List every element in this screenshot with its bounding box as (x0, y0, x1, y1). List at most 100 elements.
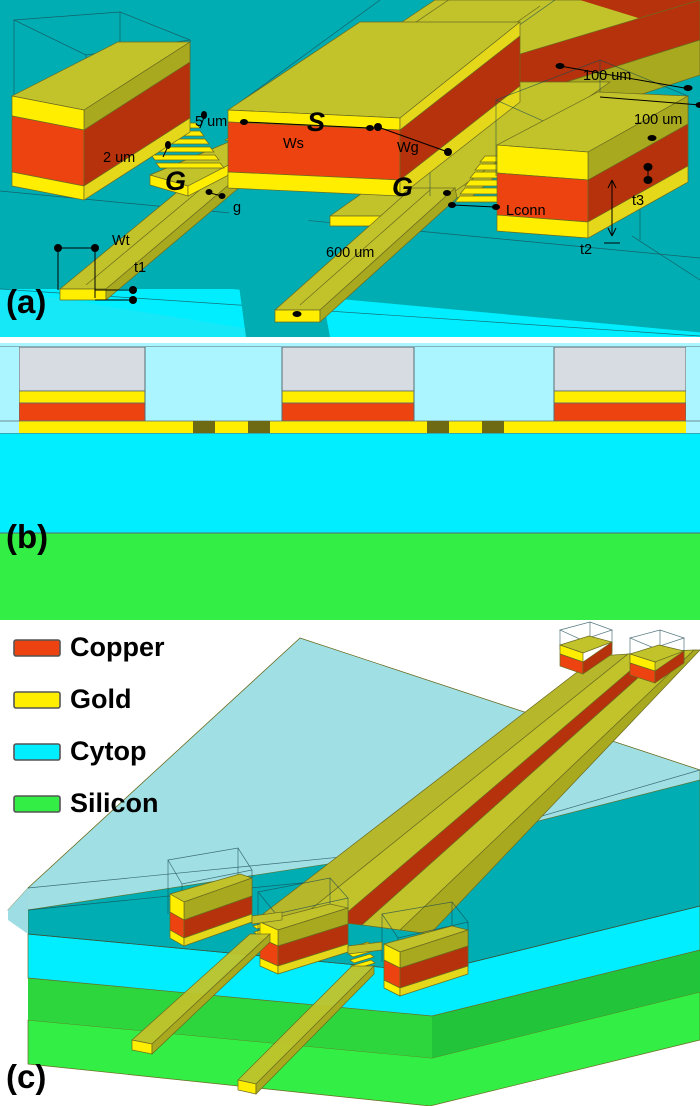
legend-swatch-silicon (13, 795, 61, 813)
silicon-substrate (0, 533, 700, 620)
dim-t2: t2 (580, 242, 592, 258)
olive-strip-l2 (248, 421, 270, 433)
far-pad-right-copper-side (654, 650, 685, 684)
dot-wg-2 (444, 148, 452, 156)
pad-left-gold-bot-side (83, 117, 191, 201)
dot-600um-1 (292, 311, 302, 317)
guide-line-4 (631, 235, 700, 281)
dim-5um: 5 um (195, 114, 227, 130)
guide-line-2 (0, 288, 700, 337)
stub-left (251, 911, 283, 925)
probe-pad-left (10, 11, 192, 201)
near-pad-right-gold-bottom-side (399, 965, 469, 997)
port-label-s: S (307, 107, 325, 137)
dot-wg-1 (374, 123, 382, 131)
dim-wt: Wt (112, 233, 130, 249)
probe-pad-right (495, 59, 690, 239)
dim-g: g (233, 200, 241, 216)
dot-t1-2 (129, 296, 137, 304)
dim-100um-top: 100 um (583, 68, 631, 84)
dot-2um (165, 141, 171, 149)
taper-feed-2-side (255, 965, 375, 1095)
dot-100um-a1 (555, 63, 565, 69)
dim-2um: 2 um (103, 150, 135, 166)
dim-t3: t3 (632, 193, 644, 209)
olive-strip-l1 (193, 421, 215, 433)
dim-600um: 600 um (326, 245, 374, 261)
gap-right-region (414, 347, 554, 421)
port-label-g-left: G (165, 166, 186, 196)
gold-film-main (19, 421, 686, 433)
stub-right (347, 941, 383, 955)
panel-c-label: (c) (6, 1058, 46, 1095)
air-region-center (282, 347, 414, 391)
dot-ws-left (240, 119, 248, 125)
legend-item-cytop: Cytop (13, 736, 147, 766)
dot-lconn-1 (448, 202, 456, 208)
port-label-g-right: G (392, 172, 413, 202)
dim-100um-second: 100 um (634, 112, 682, 128)
legend-swatch-gold (13, 691, 61, 709)
dot-5um (201, 111, 207, 119)
cytop-front-bevel (0, 289, 300, 337)
electrode-bodies (18, 390, 687, 422)
dot-wt-1 (54, 244, 62, 252)
olive-strip-r1 (427, 421, 449, 433)
legend-label-silicon: Silicon (70, 788, 159, 818)
legend-item-gold: Gold (13, 684, 132, 714)
legend-label-copper: Copper (70, 632, 165, 662)
signal-copper-stripe-a (530, 0, 700, 37)
far-pad-left-copper-side (582, 641, 613, 675)
silicon-right-face (432, 950, 700, 1058)
edge-sliver-right (686, 347, 700, 433)
finger-l6 (155, 162, 225, 169)
legend-swatch-cytop (13, 743, 61, 761)
pad-center-gold-bottom-side (399, 85, 521, 197)
cytop-top-surface (7, 637, 700, 911)
cytop-top-left-bevel (8, 888, 28, 934)
dimension-annotations (54, 63, 700, 317)
probe-pad-center-signal (226, 0, 556, 197)
edge-sliver-left (0, 347, 19, 433)
taper-feed-lines-c (131, 933, 375, 1095)
legend-swatch-copper (13, 639, 61, 657)
dot-g-1 (205, 189, 213, 195)
dot-100um-b2 (695, 102, 700, 108)
dot-wt-2 (91, 244, 99, 252)
dot-g-2 (218, 193, 226, 199)
panel-b-label: (b) (6, 518, 48, 555)
finger-l5 (150, 154, 220, 161)
pad-right-gold-bottom-side (587, 165, 689, 239)
taper-center-side (319, 187, 458, 323)
dim-t1: t1 (134, 260, 146, 276)
gsg-waveguide-long (262, 649, 700, 935)
dot-100um-a2 (683, 85, 693, 91)
panel-c: Copper Gold Cytop Silicon (c) (0, 620, 700, 1106)
dot-t3-1 (643, 163, 653, 171)
panel-b: (b) (0, 343, 700, 620)
legend-group: Copper Gold Cytop Silicon (13, 632, 165, 818)
dot-lconn-2 (492, 204, 500, 210)
panel-a-svg: 5 um 2 um Ws Wg g Wt t1 t2 t3 Lconn 600 … (0, 0, 700, 337)
dot-t1-1 (129, 286, 137, 294)
legend-label-cytop: Cytop (70, 736, 147, 766)
legend-label-gold: Gold (70, 684, 132, 714)
far-probe-pads (558, 621, 686, 684)
gap-left-region (145, 347, 282, 421)
air-region-right (554, 347, 686, 391)
panel-a-label: (a) (6, 283, 46, 320)
dim-lconn: Lconn (506, 203, 546, 219)
olive-strip-r2 (482, 421, 504, 433)
dot-t3-2 (643, 176, 653, 184)
dot-600um-2 (443, 190, 451, 196)
dot-100um-b1 (647, 135, 657, 141)
dim-wg: Wg (397, 140, 419, 156)
taper-feed-1-side (151, 933, 271, 1055)
silicon-left-face (28, 978, 432, 1058)
panel-a: 5 um 2 um Ws Wg g Wt t1 t2 t3 Lconn 600 … (0, 0, 700, 337)
cytop-layer (0, 433, 700, 533)
legend-item-copper: Copper (13, 632, 165, 662)
dim-ws: Ws (283, 136, 304, 152)
panel-b-svg: (b) (0, 343, 700, 620)
